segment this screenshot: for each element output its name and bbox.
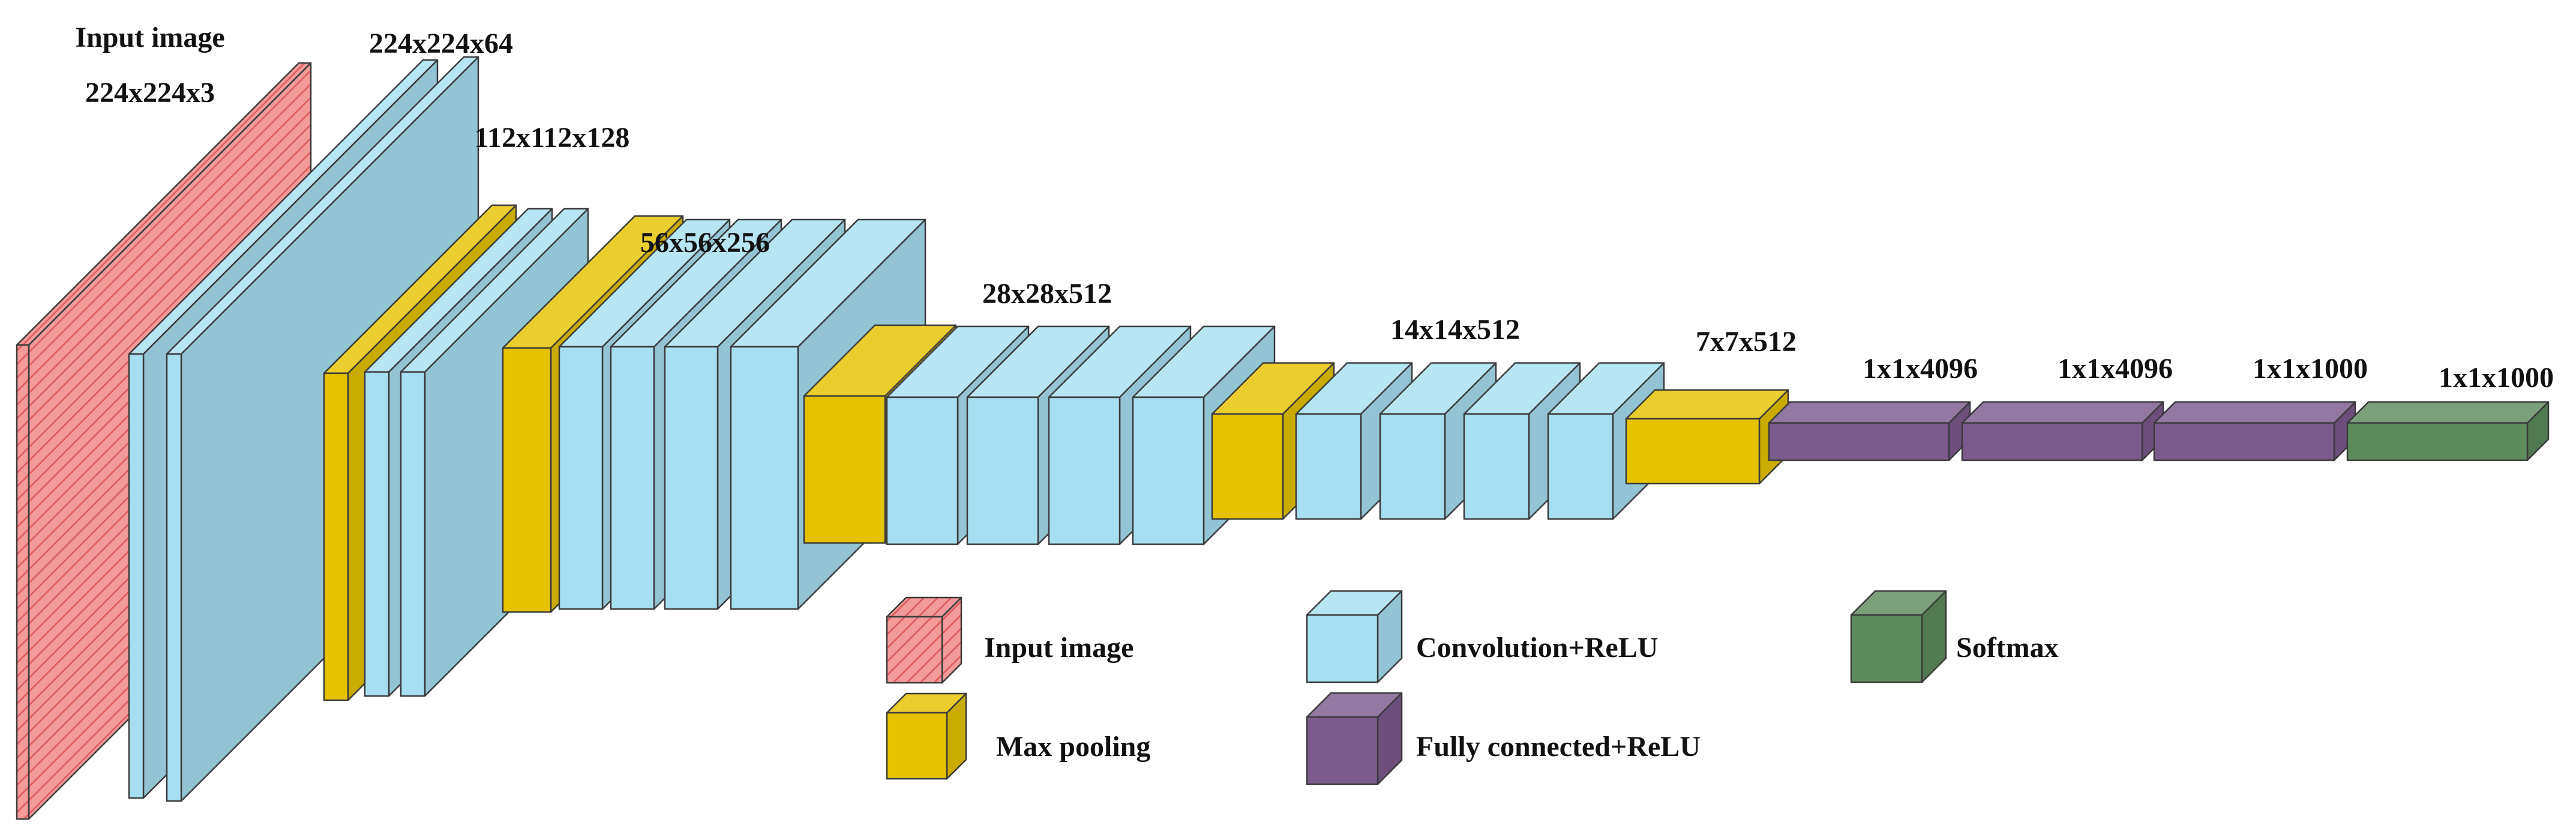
- conv5-3-block-front: [1463, 413, 1530, 520]
- conv5-4-block-front: [1547, 413, 1614, 520]
- conv4-size-label: 28x28x512: [982, 278, 1112, 310]
- fc8-block-top: [2153, 401, 2356, 424]
- legend-label-max-pooling: Max pooling: [996, 731, 1150, 763]
- pool5-size-label: 7x7x512: [1696, 326, 1797, 358]
- pool2-block-front: [502, 347, 552, 613]
- conv4-2-block-front: [966, 396, 1039, 545]
- fc7-block-front: [1961, 422, 2143, 461]
- conv4-3-block-front: [1048, 396, 1121, 545]
- fc7-block-top: [1961, 401, 2164, 424]
- fc7-size-label: 1x1x4096: [2058, 353, 2173, 385]
- legend-swatch-fully-connected-relu: [1306, 692, 1403, 785]
- pool3-block-front: [803, 395, 886, 544]
- conv3-1-block-front: [558, 346, 604, 610]
- input-image-block-front: [16, 344, 30, 820]
- legend-label-convolution-relu: Convolution+ReLU: [1416, 632, 1658, 664]
- pool5-block-front: [1625, 418, 1761, 485]
- legend-label-input-image: Input image: [984, 632, 1133, 664]
- legend-swatch-convolution-relu-front: [1306, 614, 1379, 683]
- fc6-block: [1768, 401, 1971, 461]
- fc8-block: [2153, 401, 2356, 461]
- layer-blocks: [16, 56, 2550, 820]
- legend-label-fully-connected-relu: Fully connected+ReLU: [1416, 731, 1701, 763]
- conv2-size-label: 112x112x128: [475, 122, 630, 154]
- fc6-block-front: [1768, 422, 1950, 461]
- conv3-3-block-front: [664, 346, 719, 610]
- input-layer-size: 224x224x3: [85, 77, 215, 109]
- pool4-block-front: [1211, 413, 1284, 520]
- legend-swatch-input-image: [886, 596, 962, 684]
- conv3-2-block-front: [610, 346, 655, 610]
- legend-label-softmax: Softmax: [1956, 632, 2059, 664]
- fc8-block-front: [2153, 422, 2335, 461]
- pool5-block: [1625, 389, 1789, 485]
- softmax-block-top: [2346, 401, 2550, 424]
- fc7-block: [1961, 401, 2164, 461]
- softmax-block: [2346, 401, 2550, 461]
- conv3-size-label: 56x56x256: [640, 227, 770, 259]
- conv1-size-label: 224x224x64: [369, 28, 513, 59]
- conv5-size-label: 14x14x512: [1390, 314, 1520, 346]
- conv1-2-block-front: [166, 353, 182, 802]
- pool1-block-front: [323, 372, 349, 701]
- legend-swatch-input-image-front: [886, 616, 943, 684]
- conv5-2-block-front: [1379, 413, 1446, 520]
- conv2-1-block-front: [364, 371, 390, 697]
- softmax-size-label: 1x1x1000: [2439, 362, 2554, 394]
- legend-swatch-max-pooling: [886, 692, 967, 780]
- fc6-block-top: [1768, 401, 1971, 424]
- legend-swatch-fully-connected-relu-front: [1306, 716, 1379, 785]
- conv4-4-block-front: [1132, 396, 1205, 545]
- legend-swatch-convolution-relu: [1306, 590, 1403, 683]
- legend-swatch-max-pooling-front: [886, 712, 948, 780]
- conv3-4-block-front: [730, 346, 799, 610]
- conv1-1-block-front: [128, 353, 145, 799]
- conv4-1-block-front: [886, 396, 959, 545]
- fc6-size-label: 1x1x4096: [1863, 353, 1978, 385]
- fc8-size-label: 1x1x1000: [2253, 353, 2368, 385]
- conv2-2-block-front: [400, 371, 426, 697]
- input-layer-title: Input image: [75, 22, 224, 53]
- softmax-block-front: [2346, 422, 2529, 461]
- pool5-block-top: [1625, 389, 1789, 420]
- legend-swatch-softmax: [1850, 590, 1947, 683]
- conv5-1-block-front: [1295, 413, 1362, 520]
- legend-swatches: [886, 590, 1947, 785]
- legend-swatch-softmax-front: [1850, 614, 1923, 683]
